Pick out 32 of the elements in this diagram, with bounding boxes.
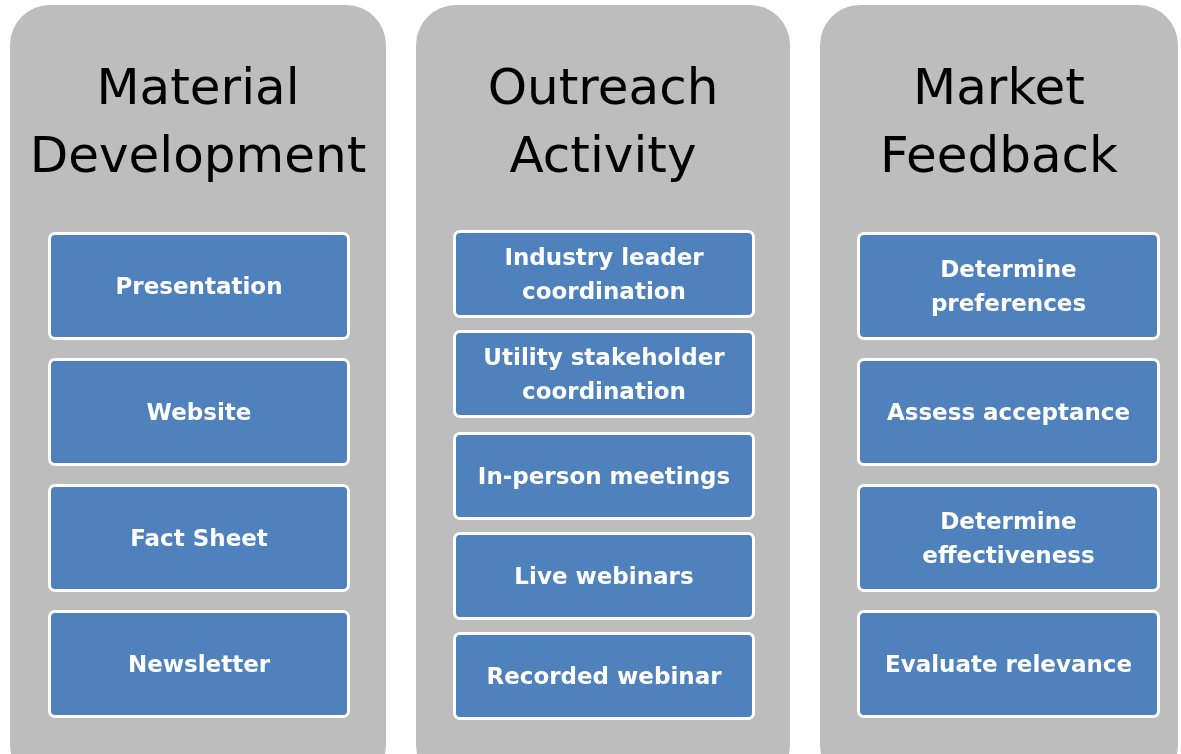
box-label: In-person meetings — [476, 462, 732, 491]
process-box — [453, 432, 755, 520]
box-label: Determine effectiveness — [921, 507, 1096, 570]
process-box — [453, 330, 755, 418]
process-box — [453, 632, 755, 720]
process-box — [48, 610, 350, 718]
box-label: Recorded webinar — [485, 662, 723, 691]
process-box — [857, 484, 1160, 592]
column-panel — [820, 5, 1178, 754]
box-label: Determine preferences — [929, 255, 1088, 318]
box-label: Newsletter — [126, 650, 272, 679]
process-box — [857, 358, 1160, 466]
box-label: Fact Sheet — [129, 524, 269, 553]
column-heading: Outreach Activity — [486, 57, 720, 186]
box-label: Industry leader coordination — [503, 243, 705, 306]
column-panel — [10, 5, 386, 754]
box-label: Evaluate relevance — [883, 650, 1134, 679]
box-label: Live webinars — [513, 562, 695, 591]
process-box — [453, 532, 755, 620]
box-label: Assess acceptance — [885, 398, 1132, 427]
process-box — [48, 484, 350, 592]
process-box — [857, 232, 1160, 340]
box-label: Website — [145, 398, 253, 427]
column-panel — [416, 5, 790, 754]
process-box — [857, 610, 1160, 718]
column-heading: Market Feedback — [878, 57, 1120, 186]
process-box — [453, 230, 755, 318]
column-heading: Material Development — [28, 57, 368, 186]
process-box — [48, 232, 350, 340]
box-label: Presentation — [114, 272, 284, 301]
process-box — [48, 358, 350, 466]
box-label: Utility stakeholder coordination — [482, 343, 726, 406]
